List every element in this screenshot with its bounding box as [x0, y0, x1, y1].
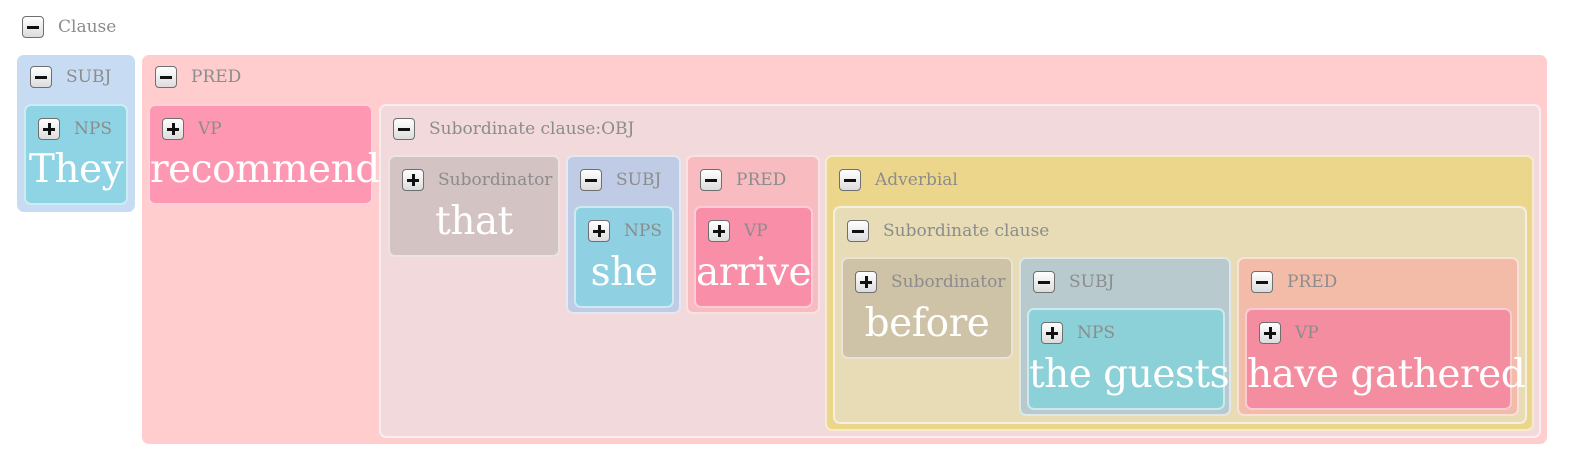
collapse-obj-pred-button[interactable]	[700, 169, 722, 191]
expand-adv-nps-button[interactable]	[1041, 322, 1063, 344]
subordinator-box: Subordinator that	[388, 155, 560, 257]
minus-icon	[1256, 280, 1268, 284]
subordinate-clause-obj-label: Subordinate clause:OBJ	[429, 119, 635, 139]
subordinator-header: Subordinator	[402, 169, 552, 191]
adverbial-clause-box: Subordinate clause Subordinator before S…	[833, 206, 1527, 424]
obj-nps-header: NPS	[588, 220, 662, 242]
obj-subj-label: SUBJ	[616, 170, 662, 190]
nps-header: NPS	[38, 118, 112, 140]
vp-label: VP	[198, 119, 222, 139]
adv-pred-header: PRED	[1251, 271, 1337, 293]
vp-box: VP recommend	[148, 104, 380, 205]
adv-nps-label: NPS	[1077, 323, 1115, 343]
adv-subj-header: SUBJ	[1033, 271, 1114, 293]
word-have-gathered: have gathered	[1247, 352, 1526, 397]
expand-obj-vp-button[interactable]	[708, 220, 730, 242]
word-recommend: recommend	[150, 147, 380, 192]
adverbial-header: Adverbial	[839, 169, 958, 191]
collapse-adverbial-clause-button[interactable]	[847, 220, 869, 242]
subordinate-clause-obj-box: Subordinate clause:OBJ Subordinator that…	[379, 104, 1541, 438]
adv-vp-box: VP have gathered	[1245, 308, 1526, 410]
obj-pred-box: PRED VP arrive	[686, 155, 820, 314]
minus-icon	[27, 25, 39, 29]
obj-nps-label: NPS	[624, 221, 662, 241]
adv-pred-box: PRED VP have gathered	[1237, 257, 1526, 416]
adv-subordinator-label: Subordinator	[891, 272, 1006, 292]
collapse-obj-subj-button[interactable]	[580, 169, 602, 191]
obj-vp-label: VP	[744, 221, 768, 241]
pred-box: PRED VP recommend Subordinate clause:OBJ…	[142, 55, 1547, 444]
plus-icon-bar	[717, 225, 721, 237]
adverbial-box: Adverbial Subordinate clause Subordinato…	[825, 155, 1534, 431]
pred-header: PRED	[155, 66, 241, 88]
obj-vp-header: VP	[708, 220, 768, 242]
minus-icon	[585, 178, 597, 182]
plus-icon-bar	[1050, 327, 1054, 339]
expand-nps-button[interactable]	[38, 118, 60, 140]
minus-icon	[35, 75, 47, 79]
plus-icon-bar	[47, 123, 51, 135]
adv-pred-label: PRED	[1287, 272, 1338, 292]
minus-icon	[705, 178, 717, 182]
minus-icon	[844, 178, 856, 182]
expand-adv-vp-button[interactable]	[1259, 322, 1281, 344]
obj-vp-box: VP arrive	[694, 206, 813, 308]
adv-nps-box: NPS the guests	[1027, 308, 1230, 410]
adv-vp-label: VP	[1295, 323, 1319, 343]
word-she: she	[590, 250, 658, 295]
subordinate-clause-obj-header: Subordinate clause:OBJ	[393, 118, 634, 140]
word-they: They	[28, 147, 124, 192]
obj-nps-box: NPS she	[574, 206, 674, 308]
expand-subordinator-button[interactable]	[402, 169, 424, 191]
minus-icon	[160, 75, 172, 79]
word-the-guests: the guests	[1029, 352, 1230, 397]
adverbial-clause-header: Subordinate clause	[847, 220, 1049, 242]
adv-nps-header: NPS	[1041, 322, 1115, 344]
collapse-adv-pred-button[interactable]	[1251, 271, 1273, 293]
minus-icon	[398, 127, 410, 131]
collapse-subj-button[interactable]	[30, 66, 52, 88]
obj-pred-label: PRED	[736, 170, 787, 190]
obj-subj-header: SUBJ	[580, 169, 661, 191]
collapse-adverbial-button[interactable]	[839, 169, 861, 191]
adverbial-clause-label: Subordinate clause	[883, 221, 1050, 241]
nps-label: NPS	[74, 119, 112, 139]
collapse-adv-subj-button[interactable]	[1033, 271, 1055, 293]
subj-label: SUBJ	[66, 67, 112, 87]
plus-icon-bar	[597, 225, 601, 237]
adv-subj-label: SUBJ	[1069, 272, 1115, 292]
adv-subordinator-box: Subordinator before	[841, 257, 1013, 359]
minus-icon	[1038, 280, 1050, 284]
collapse-obj-button[interactable]	[393, 118, 415, 140]
expand-obj-nps-button[interactable]	[588, 220, 610, 242]
clause-header: Clause	[22, 16, 116, 38]
plus-icon-bar	[171, 123, 175, 135]
adv-vp-header: VP	[1259, 322, 1319, 344]
word-arrive: arrive	[696, 250, 812, 295]
subj-header: SUBJ	[30, 66, 111, 88]
word-before: before	[864, 301, 990, 346]
vp-header: VP	[162, 118, 222, 140]
obj-pred-header: PRED	[700, 169, 786, 191]
plus-icon-bar	[864, 276, 868, 288]
expand-adv-subordinator-button[interactable]	[855, 271, 877, 293]
collapse-clause-button[interactable]	[22, 16, 44, 38]
expand-vp-button[interactable]	[162, 118, 184, 140]
pred-label: PRED	[191, 67, 242, 87]
obj-subj-box: SUBJ NPS she	[566, 155, 681, 314]
nps-box: NPS They	[24, 104, 128, 205]
adverbial-label: Adverbial	[875, 170, 958, 190]
collapse-pred-button[interactable]	[155, 66, 177, 88]
plus-icon-bar	[1268, 327, 1272, 339]
subordinator-label: Subordinator	[438, 170, 553, 190]
adv-subj-box: SUBJ NPS the guests	[1019, 257, 1231, 416]
minus-icon	[852, 229, 864, 233]
clause-label: Clause	[58, 17, 117, 37]
plus-icon-bar	[411, 174, 415, 186]
subj-box: SUBJ NPS They	[17, 55, 135, 212]
adv-subordinator-header: Subordinator	[855, 271, 1005, 293]
word-that: that	[435, 199, 513, 244]
